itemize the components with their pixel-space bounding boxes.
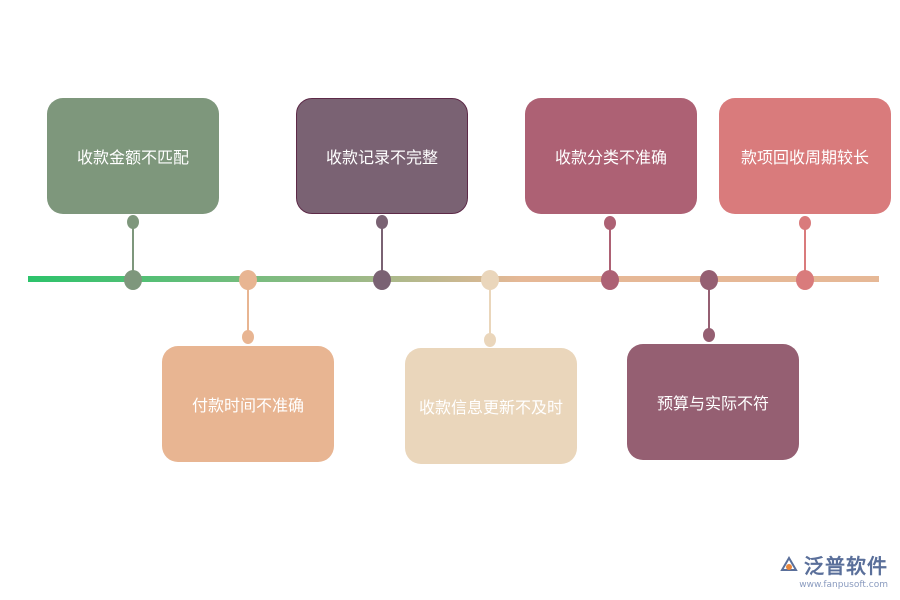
watermark: 泛普软件 www.fanpusoft.com xyxy=(778,550,888,590)
event-box: 收款分类不准确 xyxy=(525,98,697,214)
timeline-node xyxy=(796,270,814,290)
connector-end-dot xyxy=(799,216,811,230)
event-box: 收款记录不完整 xyxy=(296,98,468,214)
event-box: 收款金额不匹配 xyxy=(47,98,219,214)
connector-end-dot xyxy=(376,215,388,229)
connector-end-dot xyxy=(242,330,254,344)
timeline-node xyxy=(700,270,718,290)
event-box: 付款时间不准确 xyxy=(162,346,334,462)
fanpu-logo-icon xyxy=(780,555,798,571)
event-label: 收款信息更新不及时 xyxy=(418,398,563,417)
event-label: 收款记录不完整 xyxy=(325,148,438,167)
watermark-url: www.fanpusoft.com xyxy=(799,580,888,590)
event-box: 收款信息更新不及时 xyxy=(405,348,577,464)
connector-end-dot xyxy=(703,328,715,342)
watermark-brand-name: 泛普软件 xyxy=(804,554,888,578)
timeline-node xyxy=(373,270,391,290)
event-label: 款项回收周期较长 xyxy=(740,148,869,167)
timeline-node xyxy=(601,270,619,290)
connector-end-dot xyxy=(484,333,496,347)
connector-end-dot xyxy=(604,216,616,230)
timeline-node xyxy=(481,270,499,290)
event-label: 付款时间不准确 xyxy=(191,396,304,415)
timeline-node xyxy=(124,270,142,290)
timeline-axis xyxy=(28,276,879,282)
event-label: 收款分类不准确 xyxy=(554,148,667,167)
connector-end-dot xyxy=(127,215,139,229)
event-label: 收款金额不匹配 xyxy=(76,148,189,167)
event-box: 款项回收周期较长 xyxy=(719,98,891,214)
timeline-node xyxy=(239,270,257,290)
event-box: 预算与实际不符 xyxy=(627,344,799,460)
event-label: 预算与实际不符 xyxy=(656,394,769,413)
